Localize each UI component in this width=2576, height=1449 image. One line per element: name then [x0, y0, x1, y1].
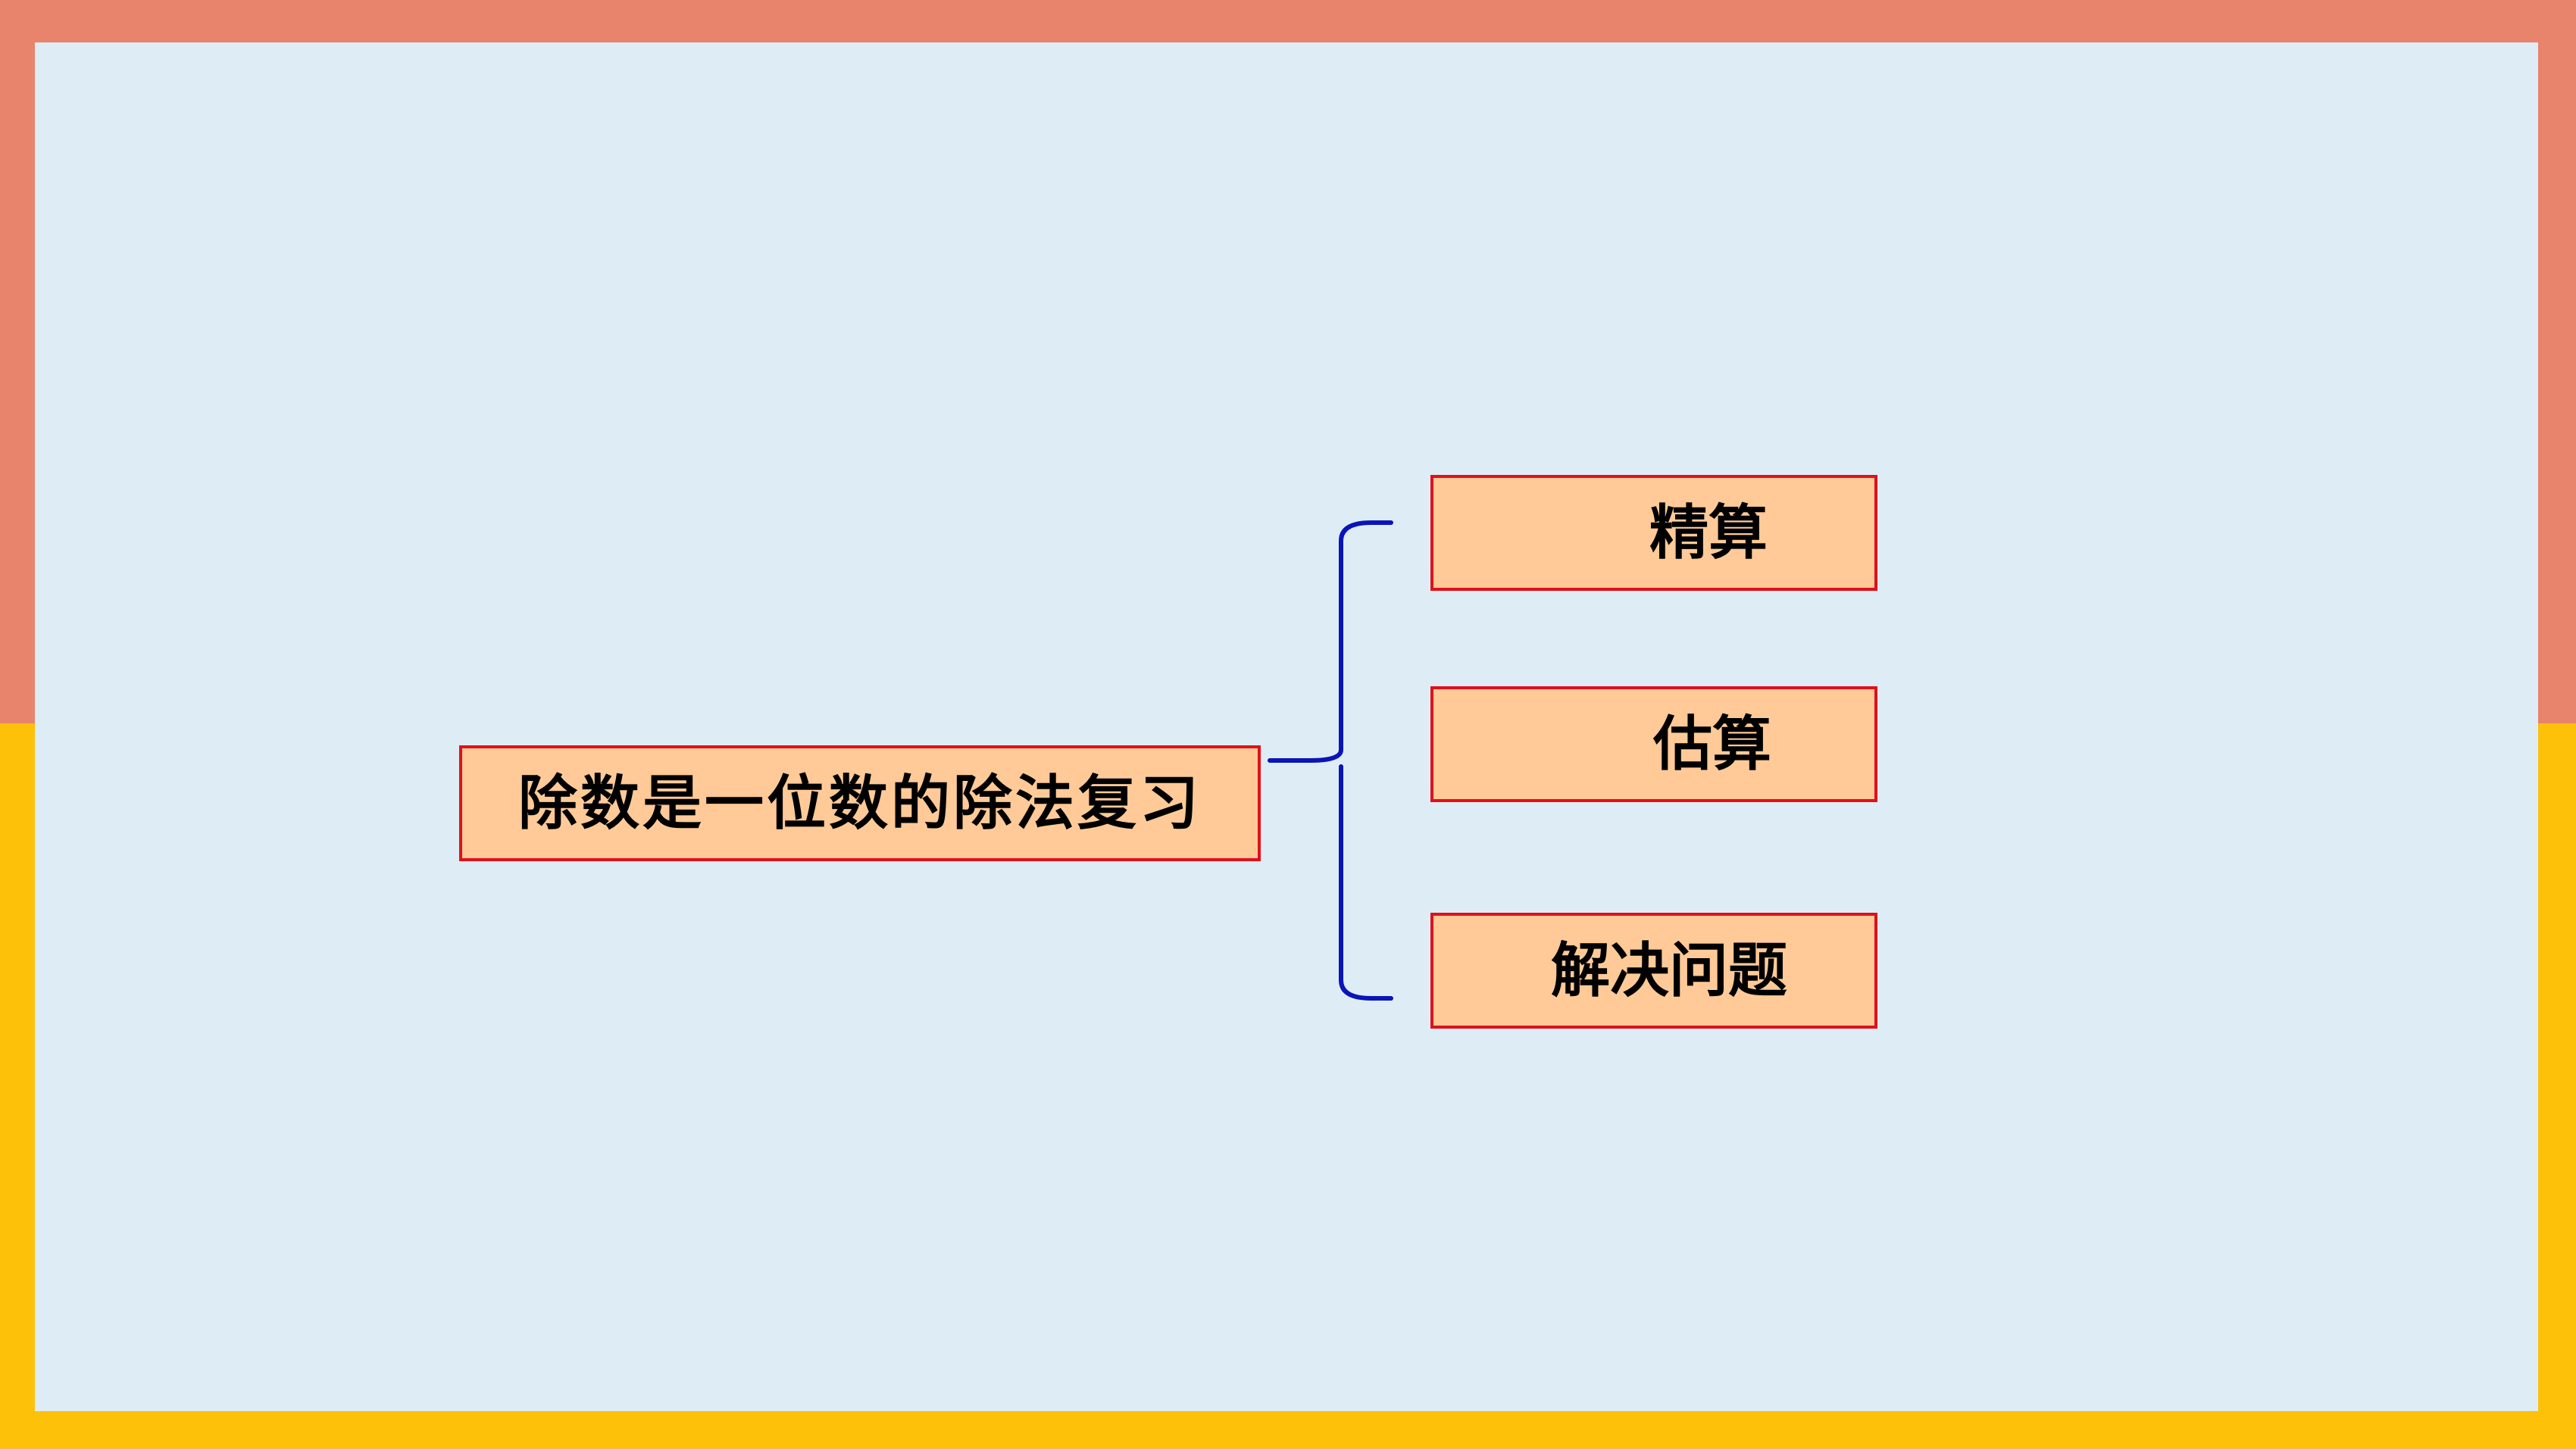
branch-label: 估算: [1653, 709, 1772, 779]
root-topic-box: 除数是一位数的除法复习: [459, 745, 1261, 861]
branch-box-estimation: 估算: [1430, 686, 1877, 802]
slide-panel: [35, 42, 2538, 1411]
branch-box-problem-solving: 解决问题: [1430, 913, 1877, 1029]
branch-box-exact-calculation: 精算: [1430, 475, 1877, 591]
branch-label: 精算: [1649, 498, 1768, 567]
root-topic-label: 除数是一位数的除法复习: [517, 768, 1202, 838]
branch-label: 解决问题: [1551, 935, 1788, 1005]
